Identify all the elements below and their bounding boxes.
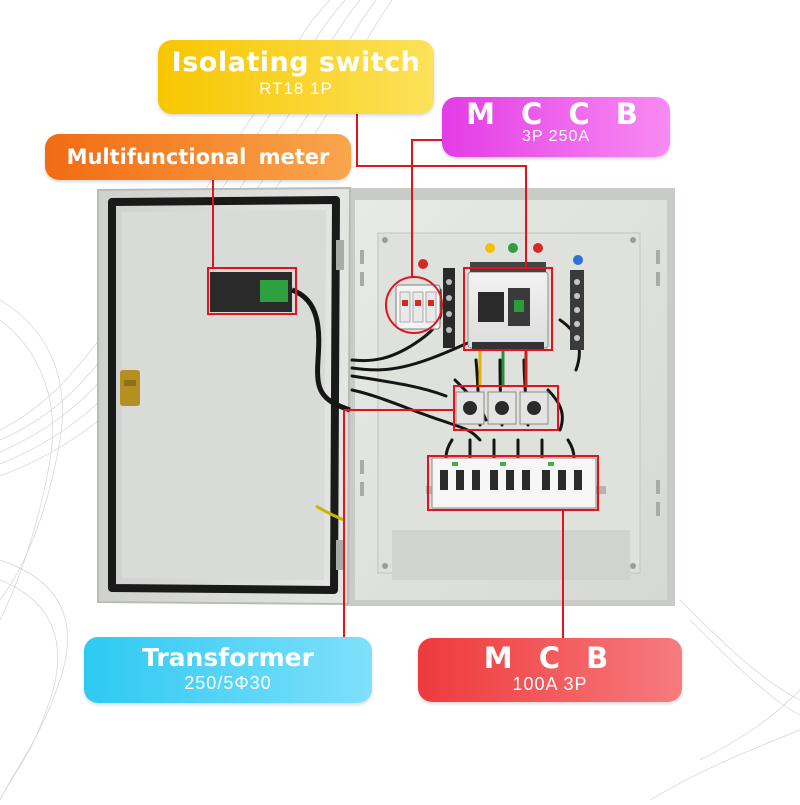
terminal-strip-left — [443, 268, 455, 348]
phase-a-indicator — [485, 243, 495, 253]
transformer-label: Transformer 250/5Φ30 — [84, 637, 372, 703]
mccb-label: M C C B 3P 250A — [442, 97, 670, 157]
transformer-title: Transformer — [142, 643, 314, 672]
mccb-title: M C C B — [466, 97, 646, 131]
neutral-bar — [570, 270, 584, 350]
mccb-highlight-box — [463, 267, 553, 351]
meter-highlight-box — [207, 267, 297, 315]
mccb-subtitle: 3P 250A — [521, 128, 591, 145]
mccb-breaker — [467, 262, 549, 350]
transformer-highlight-box — [453, 385, 559, 431]
multifunctional-meter-title: Multifunctional meter — [66, 145, 330, 169]
colored-phase-wires — [478, 343, 528, 387]
mcb-subtitle: 100A 3P — [512, 674, 588, 694]
mcb-row — [426, 457, 606, 509]
neutral-indicator — [573, 255, 583, 265]
highlight-boxes — [207, 267, 599, 511]
mcb-label: M C B 100A 3P — [418, 638, 682, 702]
isolating-switch-subtitle: RT18 1P — [259, 79, 333, 98]
transformer-subtitle: 250/5Φ30 — [184, 673, 272, 693]
cabinet-door — [97, 186, 352, 606]
current-transformers — [455, 391, 549, 425]
phase-indicators — [418, 243, 583, 269]
multifunctional-meter-label: Multifunctional meter — [45, 134, 351, 180]
door-latch — [120, 370, 140, 406]
isolating-switch-title: Isolating switch — [171, 47, 421, 78]
isolating-switch-highlight-circle — [385, 276, 443, 334]
mcb-title: M C B — [483, 641, 617, 675]
mcb-highlight-box — [427, 455, 599, 511]
leader-lines — [212, 114, 564, 638]
ground-symbol — [418, 259, 428, 269]
phase-b-indicator — [508, 243, 518, 253]
phase-c-indicator — [533, 243, 543, 253]
isolating-switch-fuses — [395, 284, 441, 330]
isolating-switch-label: Isolating switch RT18 1P — [158, 40, 434, 114]
